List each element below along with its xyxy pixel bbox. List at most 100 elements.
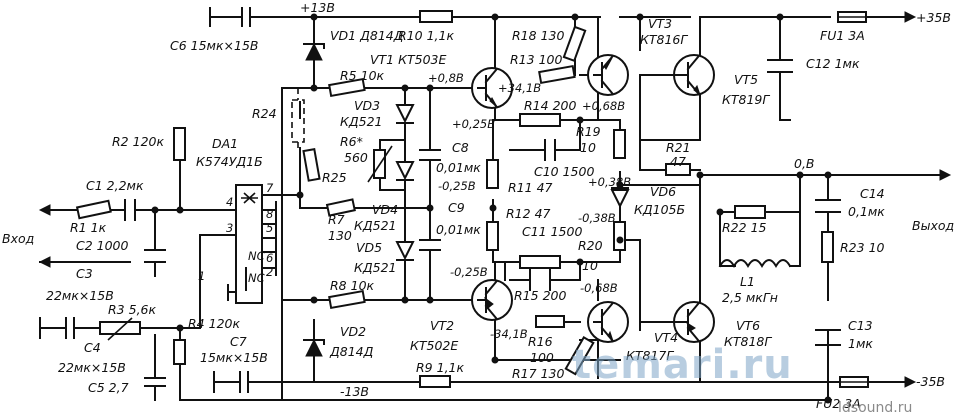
label-v341b: -34,1В	[490, 327, 528, 341]
label-r20-value: 10	[582, 258, 598, 273]
label-c1: C1 2,2мк	[86, 178, 144, 193]
label-r7-value: 130	[328, 228, 352, 243]
c6-plates	[241, 7, 251, 27]
terminals	[38, 7, 952, 393]
r23-body	[821, 231, 834, 263]
label-v025c: -0,25В	[450, 265, 488, 279]
label-vt1: VT1 КТ503Е	[370, 52, 446, 67]
r7-body	[325, 198, 356, 217]
r9-body	[419, 375, 451, 388]
label-c8: C8	[452, 140, 469, 155]
label-pin4: 4	[226, 195, 233, 209]
r12-body	[486, 221, 499, 251]
transistors	[471, 54, 715, 343]
label-vt4: VT4	[654, 330, 678, 345]
resistors	[75, 10, 834, 388]
label-c2: C2 1000	[76, 238, 129, 253]
r11-body	[486, 159, 499, 189]
vt4-transistor	[587, 301, 629, 343]
vt1-transistor	[471, 67, 513, 109]
label-r2: R2 120к	[112, 134, 164, 149]
label-fu2: FU2 3А	[816, 396, 861, 411]
vd2-zener	[305, 338, 323, 357]
label-da1-type: К574УД1Б	[196, 154, 263, 169]
label-v025a: +0,25В	[452, 117, 495, 131]
r21-body	[665, 163, 691, 176]
label-l1: L1	[740, 274, 755, 289]
label-r10: R10 1,1к	[398, 28, 454, 43]
label-r14: R14 200	[524, 98, 576, 113]
label-pin7: 7	[266, 181, 274, 195]
label-vd4: VD4	[372, 202, 398, 217]
label-vt2-type: КТ502Е	[410, 338, 458, 353]
vt2-transistor	[471, 279, 513, 321]
label-c4: C4	[84, 340, 101, 355]
label-da1: DA1	[212, 136, 238, 151]
watermark-temari: temari.ru	[572, 342, 793, 388]
label-r21-value: 47	[670, 154, 686, 169]
c11-plates	[529, 269, 551, 291]
watermark-ldsound: ldsound.ru	[838, 400, 912, 416]
label-vd1: VD1 Д814Д	[330, 28, 404, 43]
label-r16-value: 100	[530, 350, 554, 365]
label-v0: 0,В	[794, 156, 815, 171]
label-vt5: VT5	[734, 72, 758, 87]
label-r22: R22 15	[722, 220, 767, 235]
label-vt3: VT3	[648, 16, 672, 31]
r24-dashed	[291, 88, 305, 150]
label-r19-value: 10	[580, 140, 596, 155]
labels: C6 15мк×15В +13В VD1 Д814Д R10 1,1к R18 …	[2, 0, 954, 411]
label-fu1: FU1 3А	[820, 28, 865, 43]
label-r11: R11 47	[508, 180, 553, 195]
label-c12: C12 1мк	[806, 56, 860, 71]
label-r18: R18 130	[512, 28, 564, 43]
label-r12: R12 47	[506, 206, 551, 221]
label-pin3: 3	[226, 221, 233, 235]
label-nc1: NC	[248, 249, 265, 263]
c4-plates	[65, 317, 75, 339]
vd3-diode	[395, 104, 415, 124]
label-vyhod: Выход	[912, 218, 954, 233]
label-c7-value: 15мк×15В	[200, 350, 268, 365]
label-c13-value: 1мк	[848, 336, 873, 351]
label-c10: C10 1500	[534, 164, 594, 179]
label-vd6: VD6	[650, 184, 676, 199]
label-r13: R13 100	[510, 52, 562, 67]
label-v08: +0,8В	[428, 71, 464, 85]
c2-plates	[144, 249, 166, 263]
label-r23: R23 10	[840, 240, 885, 255]
label-c13: C13	[848, 318, 873, 333]
label-r9: R9 1,1к	[416, 360, 464, 375]
r1-body	[75, 199, 112, 220]
r2-body	[173, 127, 186, 161]
vt3-transistor	[587, 54, 629, 96]
label-r25: R25	[322, 170, 347, 185]
label-r24: R24	[252, 106, 277, 121]
label-minus35: -35В	[916, 374, 945, 389]
label-r8: R8 10к	[330, 278, 375, 293]
label-c3: C3	[76, 266, 93, 281]
label-r15: R15 200	[514, 288, 566, 303]
label-c3-value: 22мк×15В	[46, 288, 114, 303]
c5-plates	[144, 377, 166, 387]
label-r19: R19	[576, 124, 601, 139]
label-vd2-type: Д814Д	[329, 344, 374, 359]
vd5-diode	[395, 241, 415, 261]
label-r3: R3 5,6к	[108, 302, 156, 317]
label-l1-value: 2,5 мкГн	[722, 290, 778, 305]
label-v068a: +0,68В	[582, 99, 625, 113]
c7-plates	[239, 371, 249, 393]
r10-body	[419, 10, 453, 23]
label-r5: R5 10к	[340, 68, 385, 83]
r13-body	[538, 64, 576, 85]
label-c7: C7	[230, 334, 247, 349]
label-r21: R21	[666, 140, 691, 155]
label-pin8: 8	[266, 207, 273, 221]
label-kd521-a: КД521	[340, 114, 383, 129]
da1-opamp	[227, 184, 277, 304]
label-vt4-type: КТ817Г	[626, 348, 674, 363]
label-vt2: VT2	[430, 318, 454, 333]
label-v068b: -0,68В	[580, 281, 618, 295]
label-c9-value: 0,01мк	[436, 222, 481, 237]
r8-body	[328, 289, 366, 310]
